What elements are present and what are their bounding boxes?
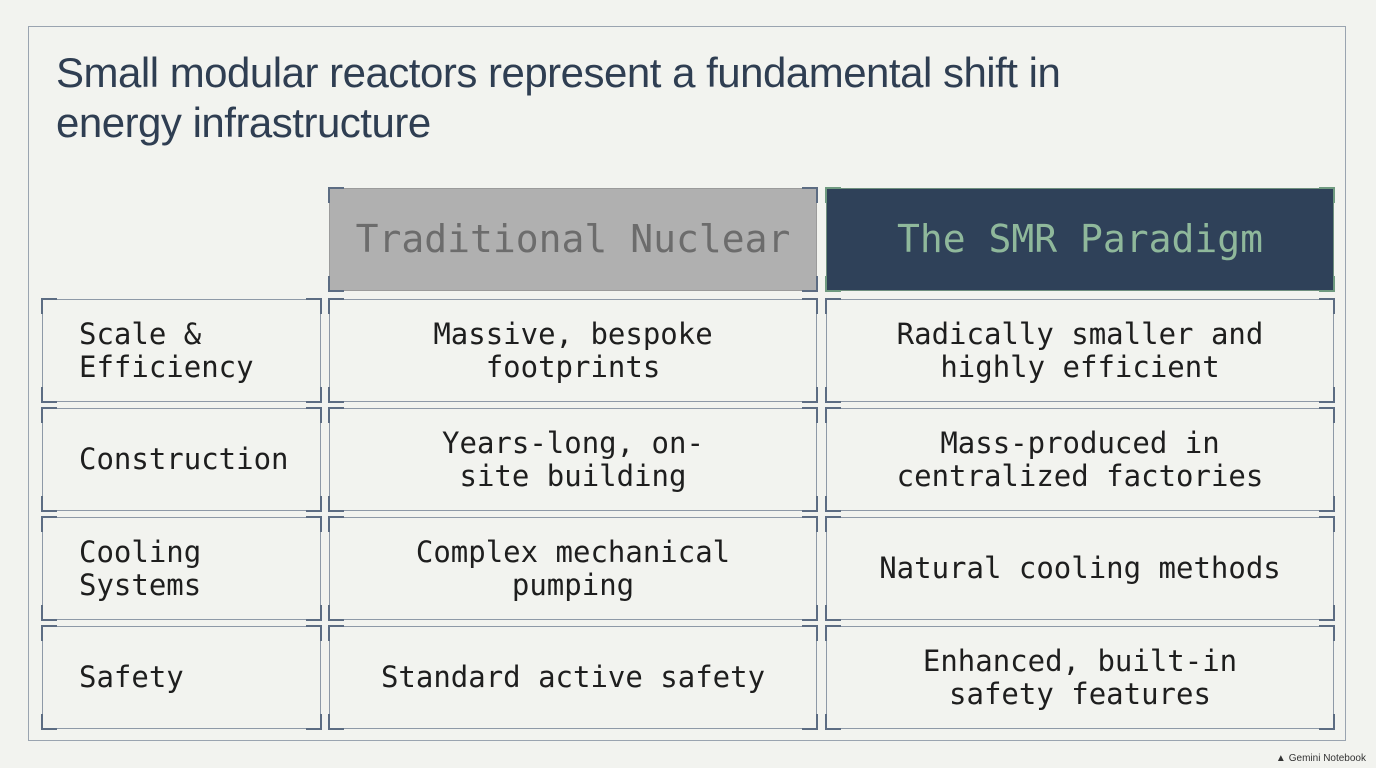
row-label-cooling-systems: Cooling Systems: [41, 516, 322, 621]
cell-smr-construction: Mass-produced in centralized factories: [825, 407, 1335, 512]
column-header-smr-label: The SMR Paradigm: [896, 217, 1264, 261]
cell-smr-scale: Radically smaller and highly efficient: [825, 298, 1335, 403]
slide-title: Small modular reactors represent a funda…: [56, 49, 1061, 146]
branding: ▲ Gemini Notebook: [1276, 753, 1366, 764]
row-label-scale-efficiency: Scale & Efficiency: [41, 298, 322, 403]
cell-traditional-scale: Massive, bespoke footprints: [328, 298, 818, 403]
cell-smr-safety: Enhanced, built-in safety features: [825, 625, 1335, 730]
branding-text: Gemini Notebook: [1288, 753, 1366, 764]
cell-traditional-safety: Standard active safety: [328, 625, 818, 730]
column-header-traditional-label: Traditional Nuclear: [355, 217, 791, 261]
cell-traditional-construction: Years-long, on-site building: [328, 407, 818, 512]
cell-traditional-cooling: Complex mechanical pumping: [328, 516, 818, 621]
column-header-traditional: Traditional Nuclear: [328, 187, 818, 292]
row-label-construction: Construction: [41, 407, 322, 512]
cell-smr-cooling: Natural cooling methods: [825, 516, 1335, 621]
column-header-smr: The SMR Paradigm: [825, 187, 1335, 292]
row-label-safety: Safety: [41, 625, 322, 730]
notebook-icon: ▲: [1275, 753, 1286, 764]
slide-frame: [28, 26, 1346, 741]
